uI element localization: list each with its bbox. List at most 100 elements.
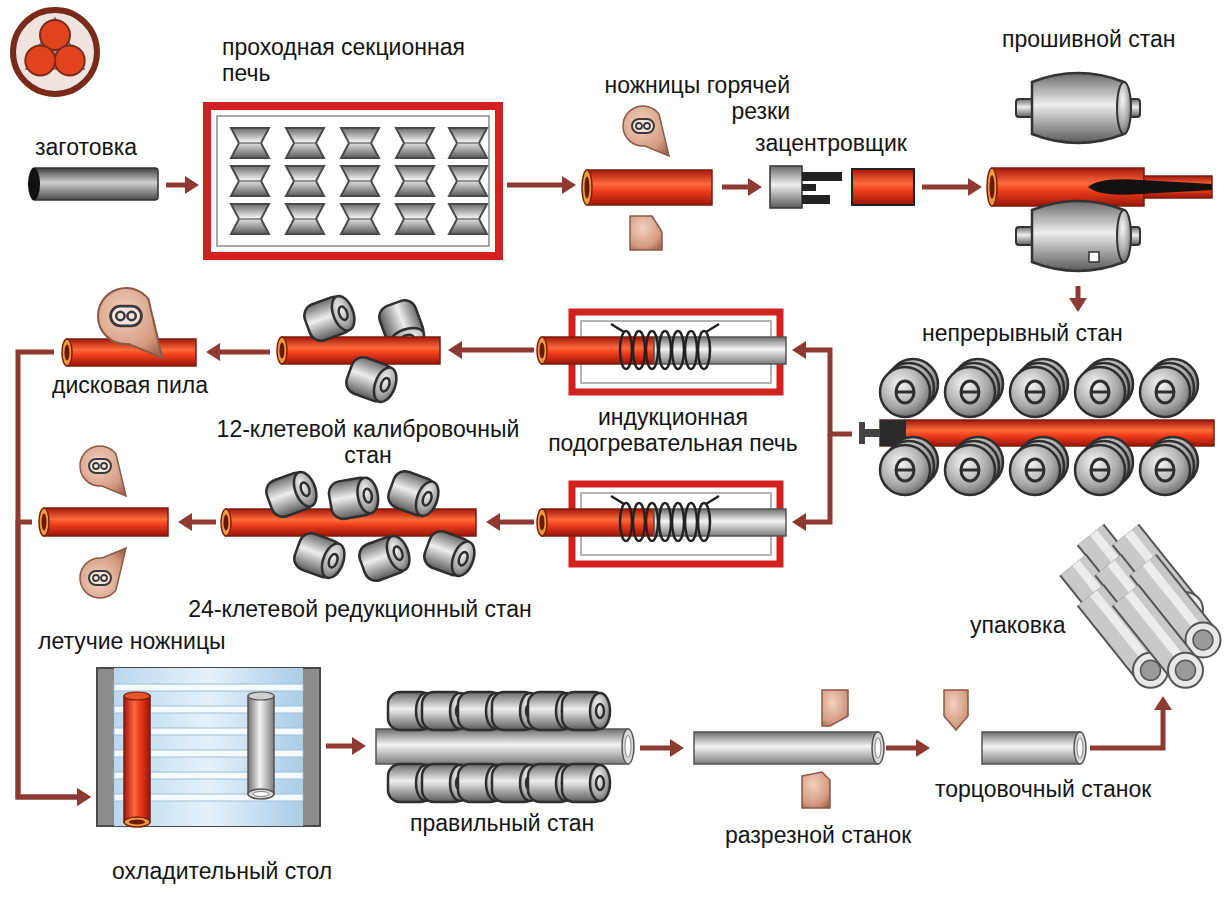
continuous-mill-figure xyxy=(859,422,865,444)
piercing-mill-figure xyxy=(1016,201,1140,271)
arrow-head xyxy=(670,739,684,757)
section-furnace-figure xyxy=(217,116,489,246)
centering-machine-figure xyxy=(802,184,816,191)
station-label: проходная секционная печь xyxy=(222,34,492,87)
process-station: проходная секционная печь xyxy=(203,102,503,260)
straightening-mill-figure xyxy=(562,764,610,802)
continuous-mill-figure xyxy=(880,445,930,495)
facing-machine-figure xyxy=(1077,738,1083,758)
flying-shears-figure xyxy=(80,548,126,598)
flow-arrow xyxy=(792,341,852,531)
arrow-line xyxy=(166,183,186,188)
arrow-head xyxy=(178,513,192,531)
flow-arrow xyxy=(326,737,366,755)
arrow-head xyxy=(1069,298,1087,312)
arrow-line xyxy=(1076,286,1081,299)
arrow-head xyxy=(1154,696,1172,710)
process-station: 24-клетевой редукционный стан xyxy=(220,462,482,590)
cutting-machine-figure xyxy=(822,690,848,726)
flying-shears-figure xyxy=(39,508,49,536)
flow-arrow xyxy=(448,341,534,359)
hot-shears-figure xyxy=(630,216,662,250)
pipe-bundle-figure xyxy=(1168,653,1203,688)
flow-arrow xyxy=(507,176,576,194)
flying-shears-figure xyxy=(80,446,126,496)
arrow-head xyxy=(968,178,982,196)
section-furnace-figure xyxy=(449,166,487,196)
section-furnace-figure xyxy=(231,128,269,158)
station-label: разрезной станок xyxy=(725,822,911,848)
reducing-mill-figure xyxy=(221,509,231,536)
arrow-line xyxy=(722,185,749,190)
continuous-mill-figure xyxy=(1075,367,1125,417)
disc-saw-figure xyxy=(98,288,162,358)
cutting-machine-figure xyxy=(802,772,830,808)
station-label: зацентровщик xyxy=(755,130,907,156)
cooling-table-figure xyxy=(97,668,320,826)
flying-shears-figure xyxy=(39,446,168,598)
reducing-mill-figure xyxy=(327,475,381,521)
arrow-head xyxy=(562,176,576,194)
continuous-mill-figure xyxy=(1075,445,1125,495)
induction-furnace-figure xyxy=(537,484,786,564)
centering-machine-figure xyxy=(770,166,802,208)
cutting-machine-figure xyxy=(694,690,884,808)
flow-arrow xyxy=(640,739,684,757)
arrow-head xyxy=(185,176,199,194)
facing-machine-figure xyxy=(1074,732,1086,764)
cutting-machine-figure xyxy=(694,732,878,764)
station-label: заготовка xyxy=(35,134,137,160)
arrow-line xyxy=(1090,709,1163,748)
pipe-bundle-figure xyxy=(1126,593,1204,688)
logo-mark xyxy=(25,46,55,76)
section-furnace-figure xyxy=(286,166,324,196)
cooling-table-figure xyxy=(124,692,150,700)
cooling-table-figure xyxy=(248,789,274,799)
induction-furnace-figure xyxy=(537,312,786,392)
process-station: правильный стан xyxy=(370,690,636,806)
centering-machine-figure xyxy=(852,169,914,205)
section-furnace-figure xyxy=(341,128,379,158)
logo-mark xyxy=(55,46,85,76)
facing-machine-figure xyxy=(982,732,1080,764)
logo-mark xyxy=(13,10,97,94)
process-station: охладительный стол xyxy=(95,666,322,828)
arrow-head xyxy=(916,739,930,757)
process-station: зацентровщик xyxy=(766,162,918,210)
arrow-line xyxy=(191,520,216,525)
straightening-mill-figure xyxy=(376,729,628,764)
continuous-mill-figure xyxy=(1010,445,1060,495)
arrow-line xyxy=(507,183,563,188)
cooling-table-figure xyxy=(97,668,320,827)
sizing-mill-figure xyxy=(277,337,287,364)
hot-shears-figure xyxy=(585,177,590,199)
process-station: ножницы горячей резки xyxy=(580,100,718,255)
piercing-mill-figure xyxy=(987,168,997,206)
facing-machine-figure xyxy=(944,690,968,730)
arrow-head xyxy=(448,341,462,359)
billet-figure xyxy=(28,168,40,200)
flow-arrow xyxy=(18,522,91,806)
reducing-mill-figure xyxy=(356,532,414,584)
straightening-mill-figure xyxy=(625,736,631,758)
continuous-mill-figure xyxy=(945,445,995,495)
piercing-mill-figure xyxy=(990,175,995,199)
piercing-mill-figure xyxy=(1089,252,1099,262)
flying-shears-figure xyxy=(42,514,47,531)
station-label: упаковка xyxy=(970,612,1065,638)
centering-machine-figure xyxy=(802,172,842,181)
arrow-head xyxy=(352,737,366,755)
station-label: непрерывный стан xyxy=(922,320,1123,346)
flow-arrow xyxy=(722,178,762,196)
reducing-mill-figure xyxy=(385,468,443,520)
flow-arrow xyxy=(886,739,930,757)
arrow-line xyxy=(922,185,969,190)
flow-arrow xyxy=(486,513,534,531)
process-station: летучие ножницы xyxy=(36,440,174,602)
station-label: 24-клетевой редукционный стан xyxy=(188,596,531,622)
sizing-mill-figure xyxy=(277,292,440,406)
section-furnace-figure xyxy=(396,204,434,234)
station-label: индукционная подогревательная печь xyxy=(538,404,808,457)
flow-arrow xyxy=(18,352,91,806)
